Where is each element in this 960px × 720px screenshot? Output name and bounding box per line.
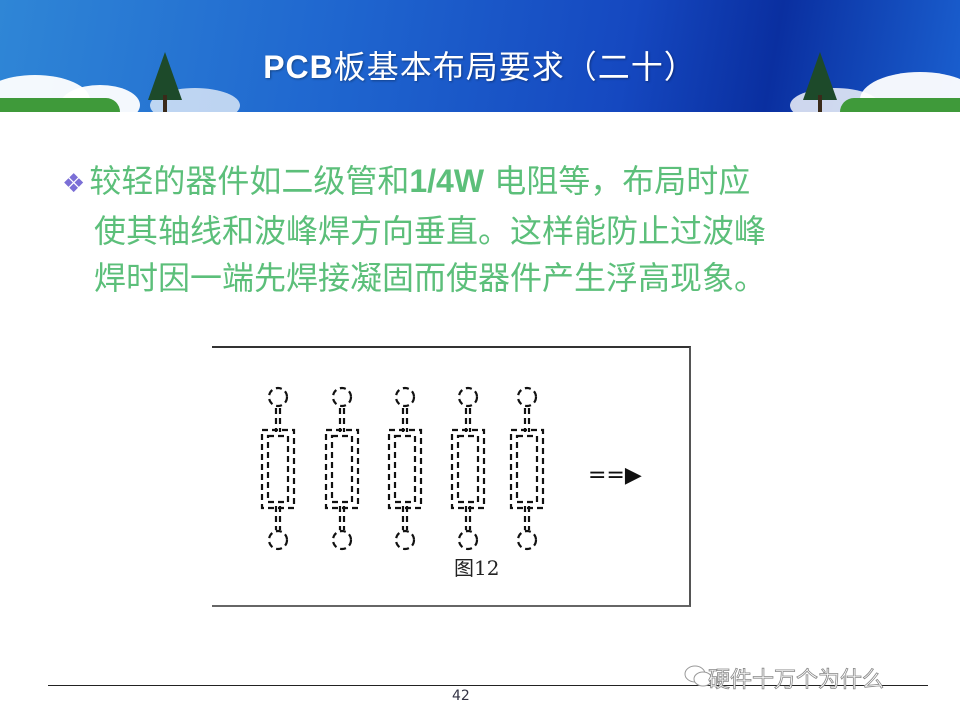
header-banner: PCB板基本布局要求（二十） (0, 0, 960, 112)
resistor (260, 386, 296, 551)
bullet-paragraph: ❖较轻的器件如二级管和1/4W 电阻等，布局时应 使其轴线和波峰焊方向垂直。这样… (62, 162, 767, 297)
figure-caption: 图12 (454, 556, 500, 580)
footer-divider (48, 685, 928, 686)
resistor (450, 386, 486, 551)
page-number: 42 (452, 688, 470, 704)
page-title: PCB板基本布局要求（二十） (263, 48, 697, 86)
tree-icon (148, 52, 182, 112)
wechat-icon (684, 665, 713, 687)
watermark: 硬件十万个为什么 (708, 668, 885, 694)
resistor (509, 386, 545, 551)
resistor (387, 386, 423, 551)
diamond-cluster-icon: ❖ (62, 169, 86, 199)
tree-icon (803, 52, 837, 112)
resistor (324, 386, 360, 551)
direction-arrow: ==▶ (588, 463, 642, 488)
figure-frame (212, 346, 691, 607)
